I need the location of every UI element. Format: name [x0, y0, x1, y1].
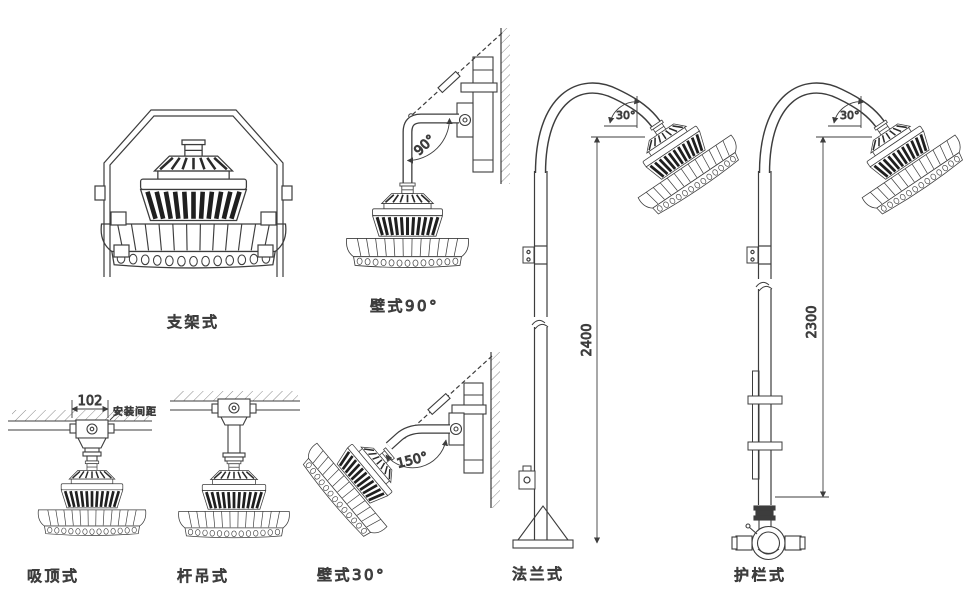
- ceiling-bracket: [211, 398, 257, 426]
- figure-pole-hang: 杆吊式: [170, 391, 300, 586]
- ceiling-bracket: [69, 419, 115, 462]
- ceiling-hatch: [12, 410, 150, 421]
- lamp-head: [36, 459, 148, 537]
- dimension-2300: 2300: [775, 136, 872, 498]
- wall-hatch: [501, 28, 510, 184]
- ceiling-label: 吸顶式: [27, 567, 80, 585]
- figure-wall-30: 150° 壁式30°: [295, 352, 500, 585]
- figure-wall-90: 90° 壁式90°: [344, 28, 510, 316]
- pole: [746, 171, 783, 505]
- dimension-2400: 2400: [580, 136, 645, 544]
- gooseneck: [758, 82, 885, 174]
- angled-arm: [385, 424, 450, 450]
- mounting-pitch-note: 安装间距: [113, 405, 157, 418]
- pole: [518, 171, 549, 540]
- angle-annotation-30: 30°: [828, 96, 865, 128]
- angle-150-text: 150°: [395, 450, 429, 472]
- dimension-102: 102 安装间距: [71, 394, 157, 421]
- carry-bracket: [94, 109, 293, 277]
- wall30-label: 壁式30°: [317, 566, 386, 584]
- figure-bracket-mount: 支架式: [94, 109, 293, 332]
- pole-hang-label: 杆吊式: [177, 567, 230, 585]
- ceiling-hatch: [174, 391, 298, 401]
- wall-hatch: [491, 352, 500, 508]
- gooseneck: [534, 82, 661, 174]
- wall-plate: [456, 56, 498, 173]
- wall-plate: [448, 382, 487, 474]
- wall90-label: 壁式90°: [370, 297, 439, 315]
- figure-ceiling-mount: 102 安装间距 吸顶式: [8, 394, 157, 586]
- angle-90-text: 90°: [411, 132, 438, 159]
- lamp-head: [344, 181, 471, 270]
- hanging-rod: [227, 424, 241, 454]
- angle-annotation-30: 30°: [604, 96, 641, 128]
- angle-annotation-150: 150°: [385, 439, 449, 472]
- guardrail-label: 护栏式: [734, 566, 787, 584]
- figure-flange-pole: 2400 30° 法兰式: [512, 82, 748, 584]
- angle-30-text: 30°: [616, 109, 636, 122]
- dim-2400-text: 2400: [580, 323, 595, 356]
- rail-clamp: [731, 505, 806, 561]
- figure-guardrail-pole: 2300 30° 护栏式: [731, 82, 972, 585]
- flange-label: 法兰式: [512, 565, 565, 583]
- dim-102-text: 102: [78, 394, 103, 409]
- flange-base: [512, 505, 574, 549]
- dim-2300-text: 2300: [805, 305, 820, 338]
- angle-30-text: 30°: [840, 109, 860, 122]
- bracket-label: 支架式: [167, 313, 220, 331]
- lamp-head: [177, 459, 291, 540]
